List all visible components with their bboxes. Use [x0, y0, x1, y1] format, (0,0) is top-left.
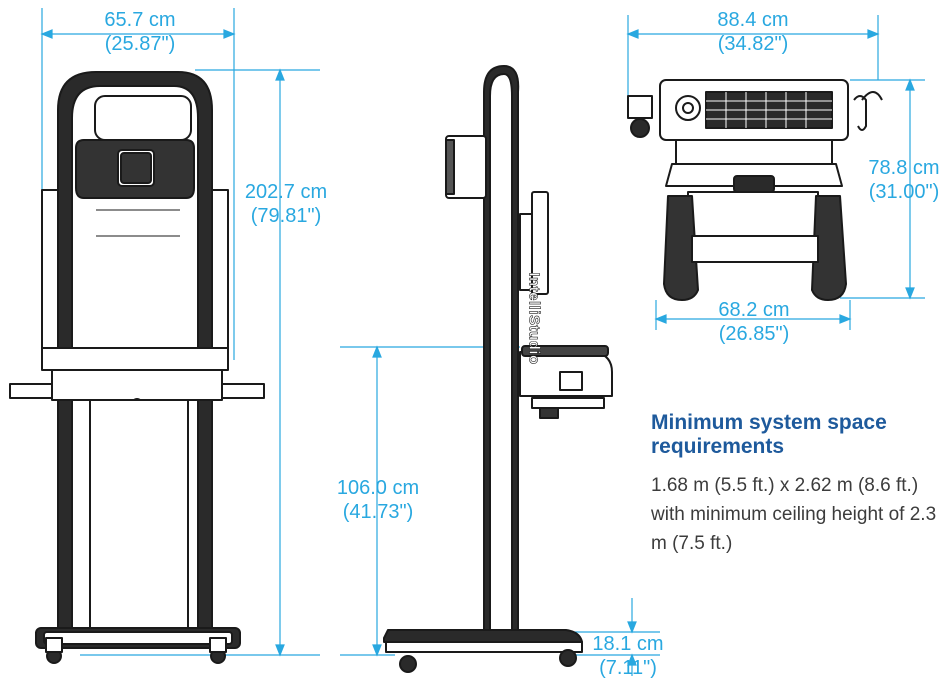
front-width-metric: 65.7 cm: [104, 9, 176, 31]
top-width-label: 88.4 cm (34.82"): [698, 8, 808, 56]
front-height-label: 202.7 cm (79.81"): [228, 180, 344, 228]
base-width-label: 68.2 cm (26.85"): [702, 298, 806, 346]
top-width-metric: 88.4 cm: [717, 9, 789, 31]
side-height-label: 106.0 cm (41.73"): [328, 476, 428, 524]
base-height-metric: 18.1 cm: [592, 633, 664, 655]
base-width-imperial: (26.85"): [718, 323, 790, 345]
side-view: [383, 65, 613, 673]
front-height-imperial: (79.81"): [250, 205, 322, 227]
front-width-imperial: (25.87"): [104, 33, 176, 55]
front-width-label: 65.7 cm (25.87"): [80, 8, 200, 56]
base-height-label: 18.1 cm (7.11"): [580, 632, 676, 680]
space-requirements-heading: Minimum system space requirements: [651, 411, 887, 458]
dimension-lines: [40, 8, 925, 676]
base-width-metric: 68.2 cm: [718, 299, 790, 321]
front-height-metric: 202.7 cm: [244, 181, 328, 203]
side-height-imperial: (41.73"): [342, 501, 414, 523]
top-width-imperial: (34.82"): [717, 33, 789, 55]
top-view: [627, 79, 883, 301]
top-depth-imperial: (31.00"): [868, 181, 940, 203]
side-height-metric: 106.0 cm: [336, 477, 420, 499]
front-view: [9, 71, 265, 664]
top-depth-metric: 78.8 cm: [868, 157, 940, 179]
space-requirements-text: 1.68 m (5.5 ft.) x 2.62 m (8.6 ft.) with…: [651, 475, 937, 554]
base-height-imperial: (7.11"): [599, 657, 657, 679]
top-depth-label: 78.8 cm (31.00"): [858, 156, 950, 204]
brand-label: IntelliStudio: [525, 272, 543, 365]
